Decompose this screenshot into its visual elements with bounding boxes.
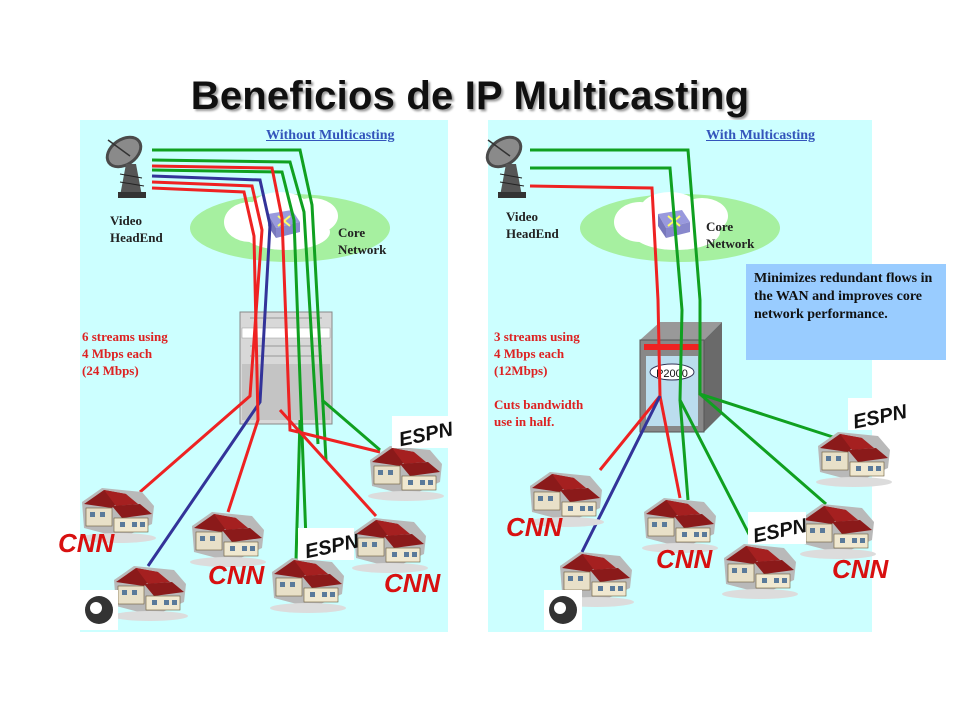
svg-text:CNN: CNN bbox=[506, 512, 564, 542]
left-panel-heading: Without Multicasting bbox=[266, 128, 395, 143]
benefit-note: Minimizes redundant flows in the WAN and… bbox=[746, 264, 946, 360]
left-streams-text: 6 streams using 4 Mbps each (24 Mbps) bbox=[82, 329, 168, 378]
cnn-logo: CNN bbox=[506, 512, 564, 542]
svg-text:CNN: CNN bbox=[656, 544, 714, 574]
espn-logo: ESPN bbox=[748, 512, 809, 548]
cnn-logo: CNN bbox=[384, 568, 442, 598]
right-headend-label: Video HeadEnd bbox=[506, 209, 559, 241]
left-core-label: Core Network bbox=[338, 225, 387, 257]
right-panel-heading: With Multicasting bbox=[706, 128, 816, 143]
svg-text:CNN: CNN bbox=[58, 528, 116, 558]
svg-text:CNN: CNN bbox=[832, 554, 890, 584]
cnn-logo: CNN bbox=[58, 528, 116, 558]
pbs-logo bbox=[544, 590, 582, 630]
pbs-logo bbox=[80, 590, 118, 630]
slide-title: Beneficios de IP Multicasting bbox=[190, 74, 750, 118]
cnn-logo: CNN bbox=[656, 544, 714, 574]
svg-text:CNN: CNN bbox=[208, 560, 266, 590]
cnn-logo: CNN bbox=[832, 554, 890, 584]
right-streams-text: 3 streams using 4 Mbps each (12Mbps) Cut… bbox=[494, 329, 584, 429]
svg-text:CNN: CNN bbox=[384, 568, 442, 598]
cnn-logo: CNN bbox=[208, 560, 266, 590]
espn-logo: ESPN bbox=[298, 528, 361, 563]
router-p2000: P2000 bbox=[639, 322, 722, 433]
espn-logo: ESPN bbox=[848, 398, 909, 434]
espn-logo: ESPN bbox=[392, 416, 455, 451]
left-headend-label: Video HeadEnd bbox=[110, 213, 163, 245]
right-core-label: Core Network bbox=[706, 219, 755, 251]
